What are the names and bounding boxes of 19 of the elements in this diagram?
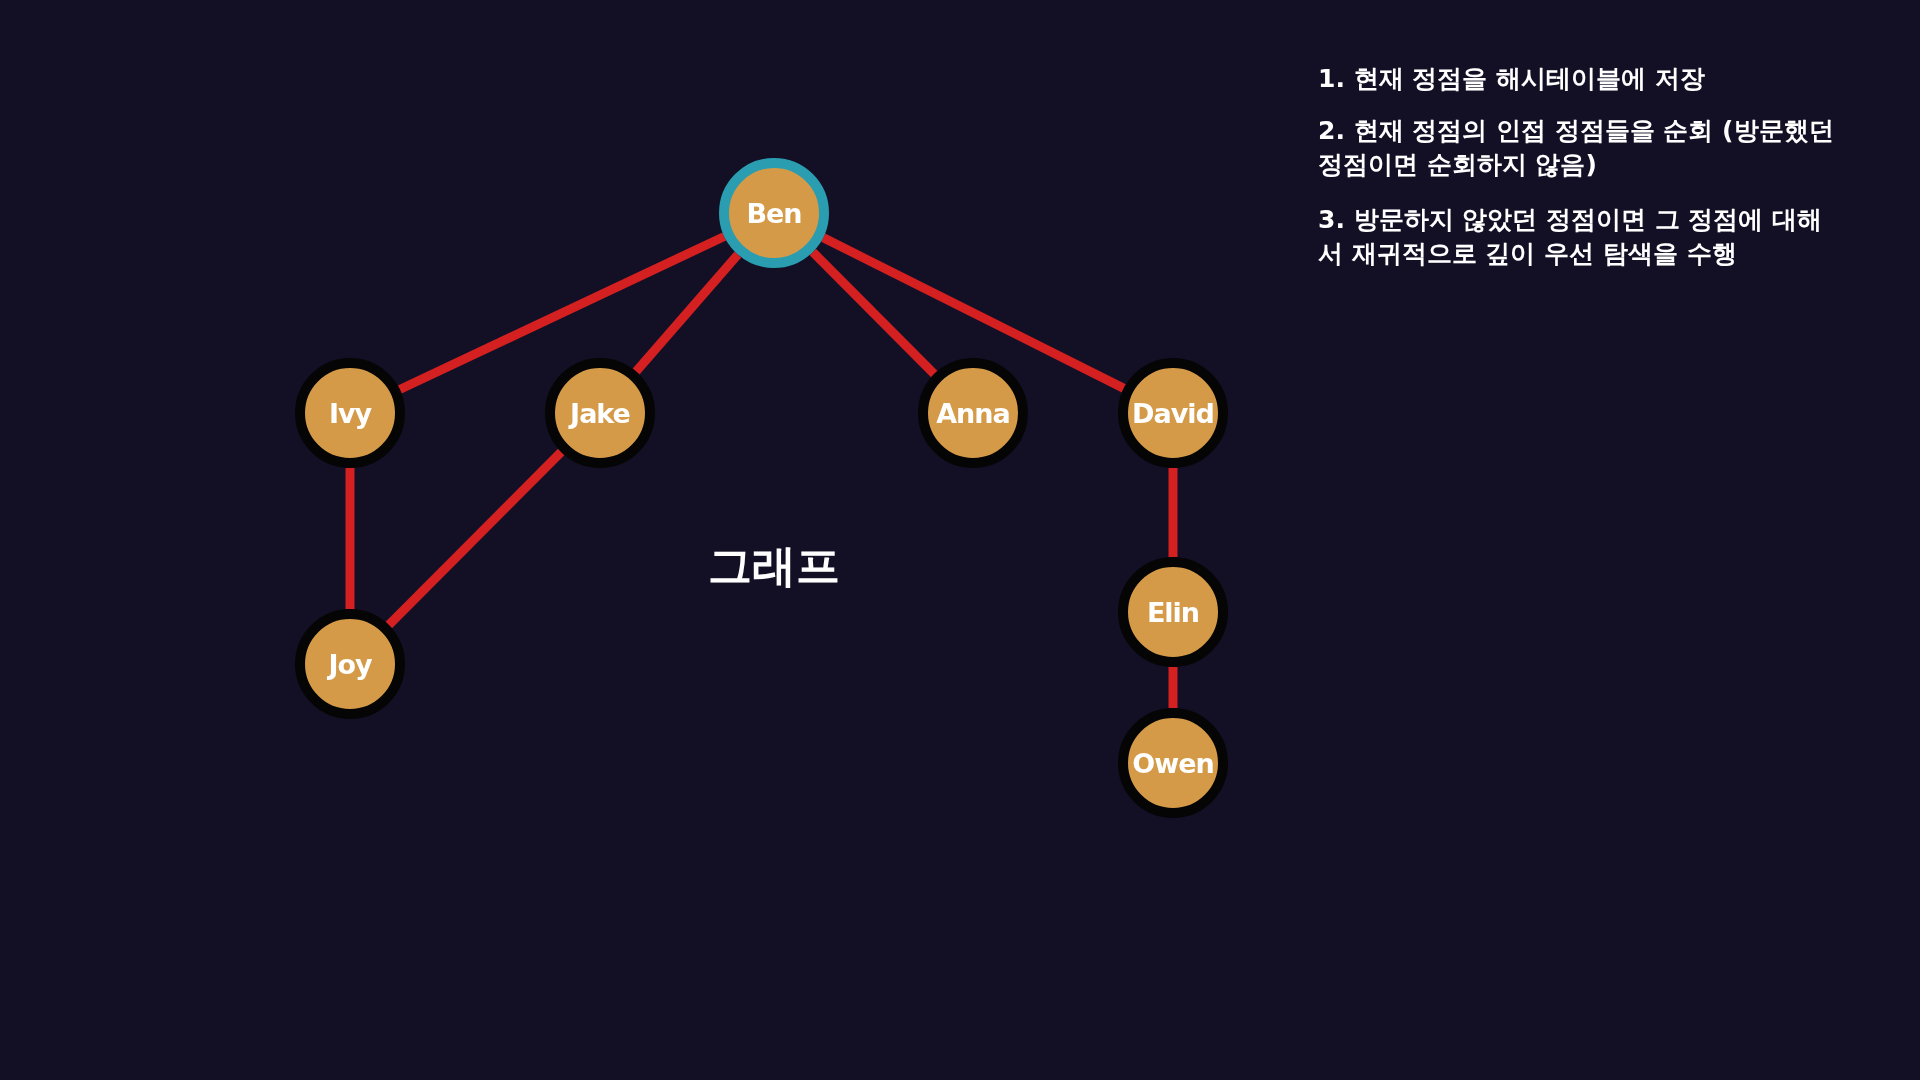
edge-line xyxy=(1168,667,1178,708)
edge-line xyxy=(385,448,565,629)
edge-line xyxy=(1168,468,1178,557)
edge-line xyxy=(397,232,727,394)
vertex-name: Joy xyxy=(328,648,372,680)
step-note: 3. 방문하지 않았던 정점이면 그 정점에 대해서 재귀적으로 깊이 우선 탐색을 수행 xyxy=(1318,204,1824,270)
step-note: 2. 현재 정점의 인접 정점들을 순회 (방문했던 정점이면 순회하지 않음) xyxy=(1318,115,1835,181)
graph-title: 그래프 xyxy=(708,538,840,593)
vertex-name: Jake xyxy=(570,397,630,429)
vertex-name: Elin xyxy=(1146,596,1200,628)
edge-line xyxy=(821,233,1126,393)
edge-line xyxy=(809,248,938,378)
vertex-name: David xyxy=(1132,397,1214,429)
vertex-name: Ben xyxy=(746,197,802,229)
edge-line xyxy=(632,251,742,375)
vertex-name: Anna xyxy=(936,397,1010,429)
vertex-name: Ivy xyxy=(328,397,372,429)
vertex-name: Owen xyxy=(1132,747,1214,779)
step-note: 1. 현재 정점을 해시테이블에 저장 xyxy=(1318,63,1706,95)
